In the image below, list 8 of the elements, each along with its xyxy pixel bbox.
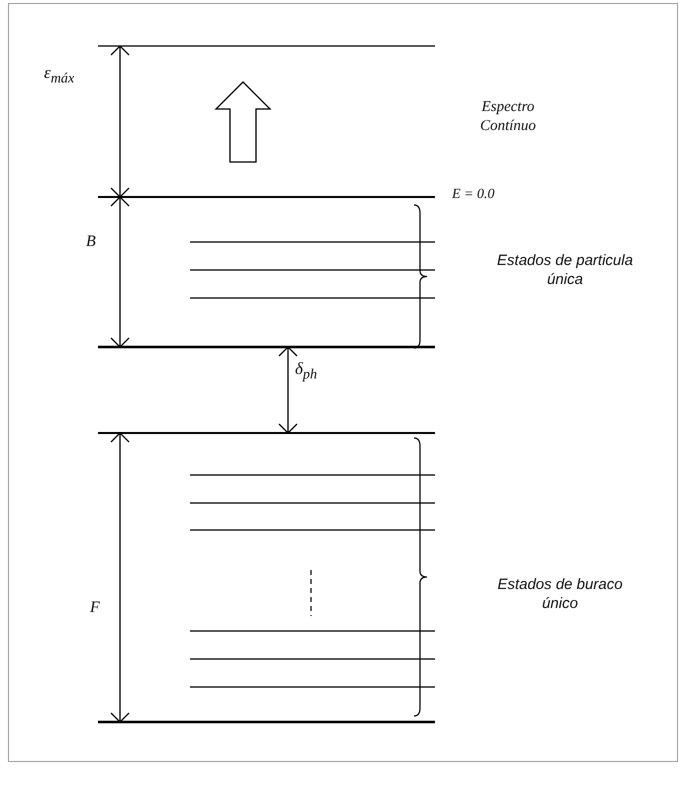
level-label: Estados de buraco único	[496, 576, 624, 614]
level-label: E = 0.0	[452, 186, 494, 204]
level-label: Estados de particula única	[496, 252, 634, 290]
level-label: Espectro Contínuo	[479, 98, 537, 136]
level-label: ε$_{máx}$	[44, 62, 74, 88]
level-label: δ$_{ph}$	[295, 358, 318, 384]
level-label: F	[90, 598, 100, 618]
level-label: B	[86, 232, 96, 252]
